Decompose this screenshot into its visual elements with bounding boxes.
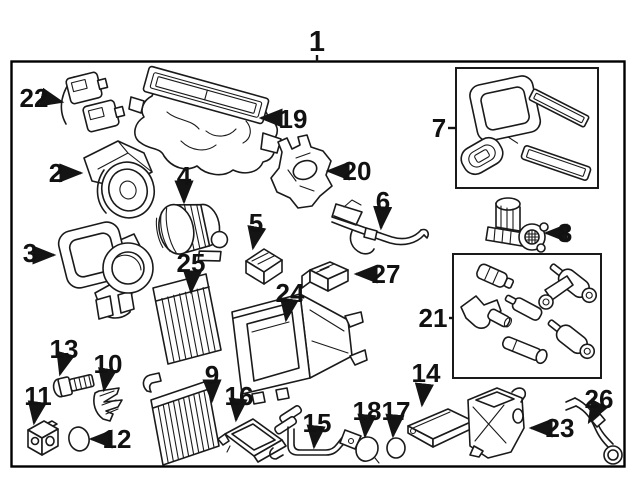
callout-8: 8	[543, 218, 572, 248]
actuator-rod	[501, 336, 548, 365]
callout-7-label: 7	[432, 113, 446, 143]
actuator-plug	[476, 263, 515, 289]
callout-6: 6	[373, 186, 393, 231]
callout-13-arrow	[56, 350, 75, 377]
callout-11-label: 11	[24, 381, 52, 411]
part-24-lower-case-drawing	[231, 293, 368, 405]
callout-6-label: 6	[376, 186, 390, 216]
callout-5: 5	[247, 208, 267, 251]
callout-1-label: 1	[309, 26, 325, 58]
callout-26-label: 26	[585, 384, 614, 414]
callout-14-label: 14	[412, 358, 441, 388]
callout-10-arrow	[98, 367, 118, 393]
callout-25-arrow	[182, 269, 203, 295]
part-2-blower-inlet-drawing	[83, 140, 155, 219]
callout-18: 18	[353, 396, 382, 439]
callout-10: 10	[94, 349, 123, 393]
part-11-valve-block-drawing	[27, 420, 59, 456]
callout-14: 14	[412, 358, 441, 408]
callout-26: 26	[585, 384, 614, 425]
callout-5-label: 5	[249, 208, 263, 238]
callout-27: 27	[353, 259, 401, 289]
part-4-blower-motor-drawing	[155, 203, 229, 262]
part-3-inlet-case-drawing	[57, 221, 154, 320]
callout-4: 4	[174, 161, 194, 205]
callout-4-label: 4	[177, 161, 192, 191]
callout-27-label: 27	[372, 259, 401, 289]
callout-9-label: 9	[205, 360, 219, 390]
callout-7: 7	[432, 113, 456, 143]
callout-14-arrow	[414, 382, 434, 408]
callout-5-arrow	[247, 225, 267, 251]
callout-17-arrow	[385, 413, 405, 439]
part-19-upper-housing-drawing	[128, 65, 282, 176]
part-21-actuator-kit-drawing	[452, 253, 602, 379]
gasket-strip-upper	[528, 88, 590, 128]
callout-15-label: 15	[303, 408, 332, 438]
callout-20: 20	[325, 156, 372, 186]
part-8-servo-valve-drawing	[485, 197, 549, 253]
part-27-connector-drawing	[301, 261, 349, 292]
callout-18-label: 18	[353, 396, 382, 426]
callout-16: 16	[225, 381, 254, 423]
callout-9: 9	[202, 360, 222, 404]
callout-17: 17	[382, 396, 411, 439]
callout-19-label: 19	[279, 104, 308, 134]
callout-20-label: 20	[343, 156, 372, 186]
callout-16-label: 16	[225, 381, 254, 411]
callout-15: 15	[303, 408, 332, 450]
actuator-lever-lower	[547, 319, 596, 360]
callout-8-label: 8	[558, 218, 572, 248]
part-14-heater-core-drawing	[407, 408, 474, 448]
gasket-small-oval	[460, 136, 504, 176]
callout-2: 2	[49, 158, 84, 188]
callout-24-arrow	[279, 297, 299, 323]
callout-21: 21	[419, 303, 454, 333]
callout-13: 13	[50, 334, 79, 377]
callout-10-label: 10	[94, 349, 123, 379]
callout-25: 25	[177, 248, 206, 295]
callout-24-label: 24	[276, 278, 305, 308]
part-15-pipe-assembly-drawing	[269, 405, 362, 460]
callout-18-arrow	[357, 413, 377, 439]
gasket-strip-lower	[520, 144, 592, 182]
part-5-duct-block-drawing	[245, 248, 283, 285]
actuator-kit-box	[452, 253, 602, 379]
callout-22-label: 22	[20, 83, 49, 113]
callout-23-label: 23	[546, 413, 575, 443]
callout-15-arrow	[306, 424, 326, 450]
callout-2-label: 2	[49, 158, 63, 188]
callout-25-label: 25	[177, 248, 206, 278]
callout-17-label: 17	[382, 396, 411, 426]
callout-12-label: 12	[103, 424, 132, 454]
callout-24: 24	[276, 278, 305, 323]
callout-16-arrow	[228, 397, 248, 423]
callout-13-label: 13	[50, 334, 79, 364]
callout-22-arrow	[38, 87, 65, 107]
part-25-cabin-filter-drawing	[152, 273, 222, 365]
callout-1: 1	[309, 26, 325, 62]
actuator-elbow-link	[504, 275, 574, 321]
callout-11: 11	[24, 381, 52, 426]
part-26-bracket-drawing	[565, 397, 623, 465]
actuator-winged-knob	[460, 295, 513, 330]
callout-21-label: 21	[419, 303, 448, 333]
callout-26-arrow	[587, 398, 608, 425]
callout-19: 19	[258, 104, 308, 134]
callout-6-arrow	[373, 205, 393, 231]
part-6-heater-pipe-drawing	[331, 199, 429, 255]
part-23-foot-duct-drawing	[467, 387, 527, 459]
part-13-bolt-drawing	[52, 373, 95, 398]
part-7-gasket-kit-drawing	[455, 67, 599, 189]
callout-3: 3	[23, 238, 57, 268]
callout-3-label: 3	[23, 238, 37, 268]
part-22-servo-motors-drawing	[60, 71, 126, 133]
callout-12: 12	[88, 424, 132, 454]
part-9-evaporator-core-drawing	[142, 372, 220, 466]
callout-23: 23	[528, 413, 575, 443]
callout-22: 22	[20, 83, 65, 113]
callout-11-arrow	[27, 400, 47, 426]
part-18-grommet-drawing	[355, 436, 380, 464]
